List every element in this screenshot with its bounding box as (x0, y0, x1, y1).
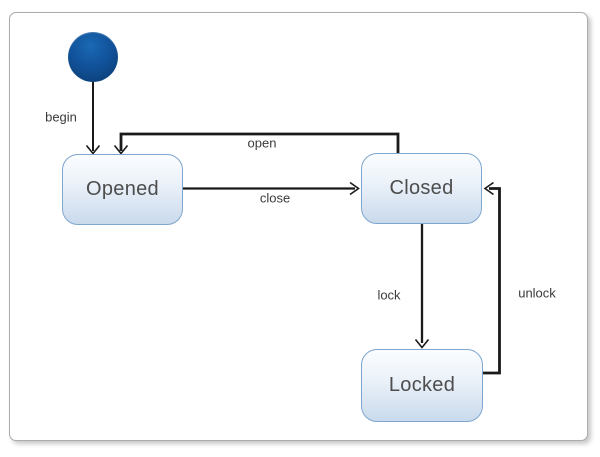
initial-state-node[interactable] (68, 32, 118, 82)
state-label-opened: Opened (86, 178, 159, 200)
state-node-locked[interactable]: Locked (361, 349, 483, 422)
transition-label-lock: lock (377, 287, 401, 303)
transition-label-close: close (259, 190, 291, 206)
state-label-locked: Locked (388, 374, 456, 396)
state-node-closed[interactable]: Closed (361, 153, 482, 224)
transition-label-unlock: unlock (518, 285, 556, 301)
state-label-closed: Closed (389, 177, 454, 199)
transition-label-open: open (247, 135, 277, 151)
transition-label-begin: begin (45, 109, 77, 125)
state-node-opened[interactable]: Opened (62, 154, 183, 225)
